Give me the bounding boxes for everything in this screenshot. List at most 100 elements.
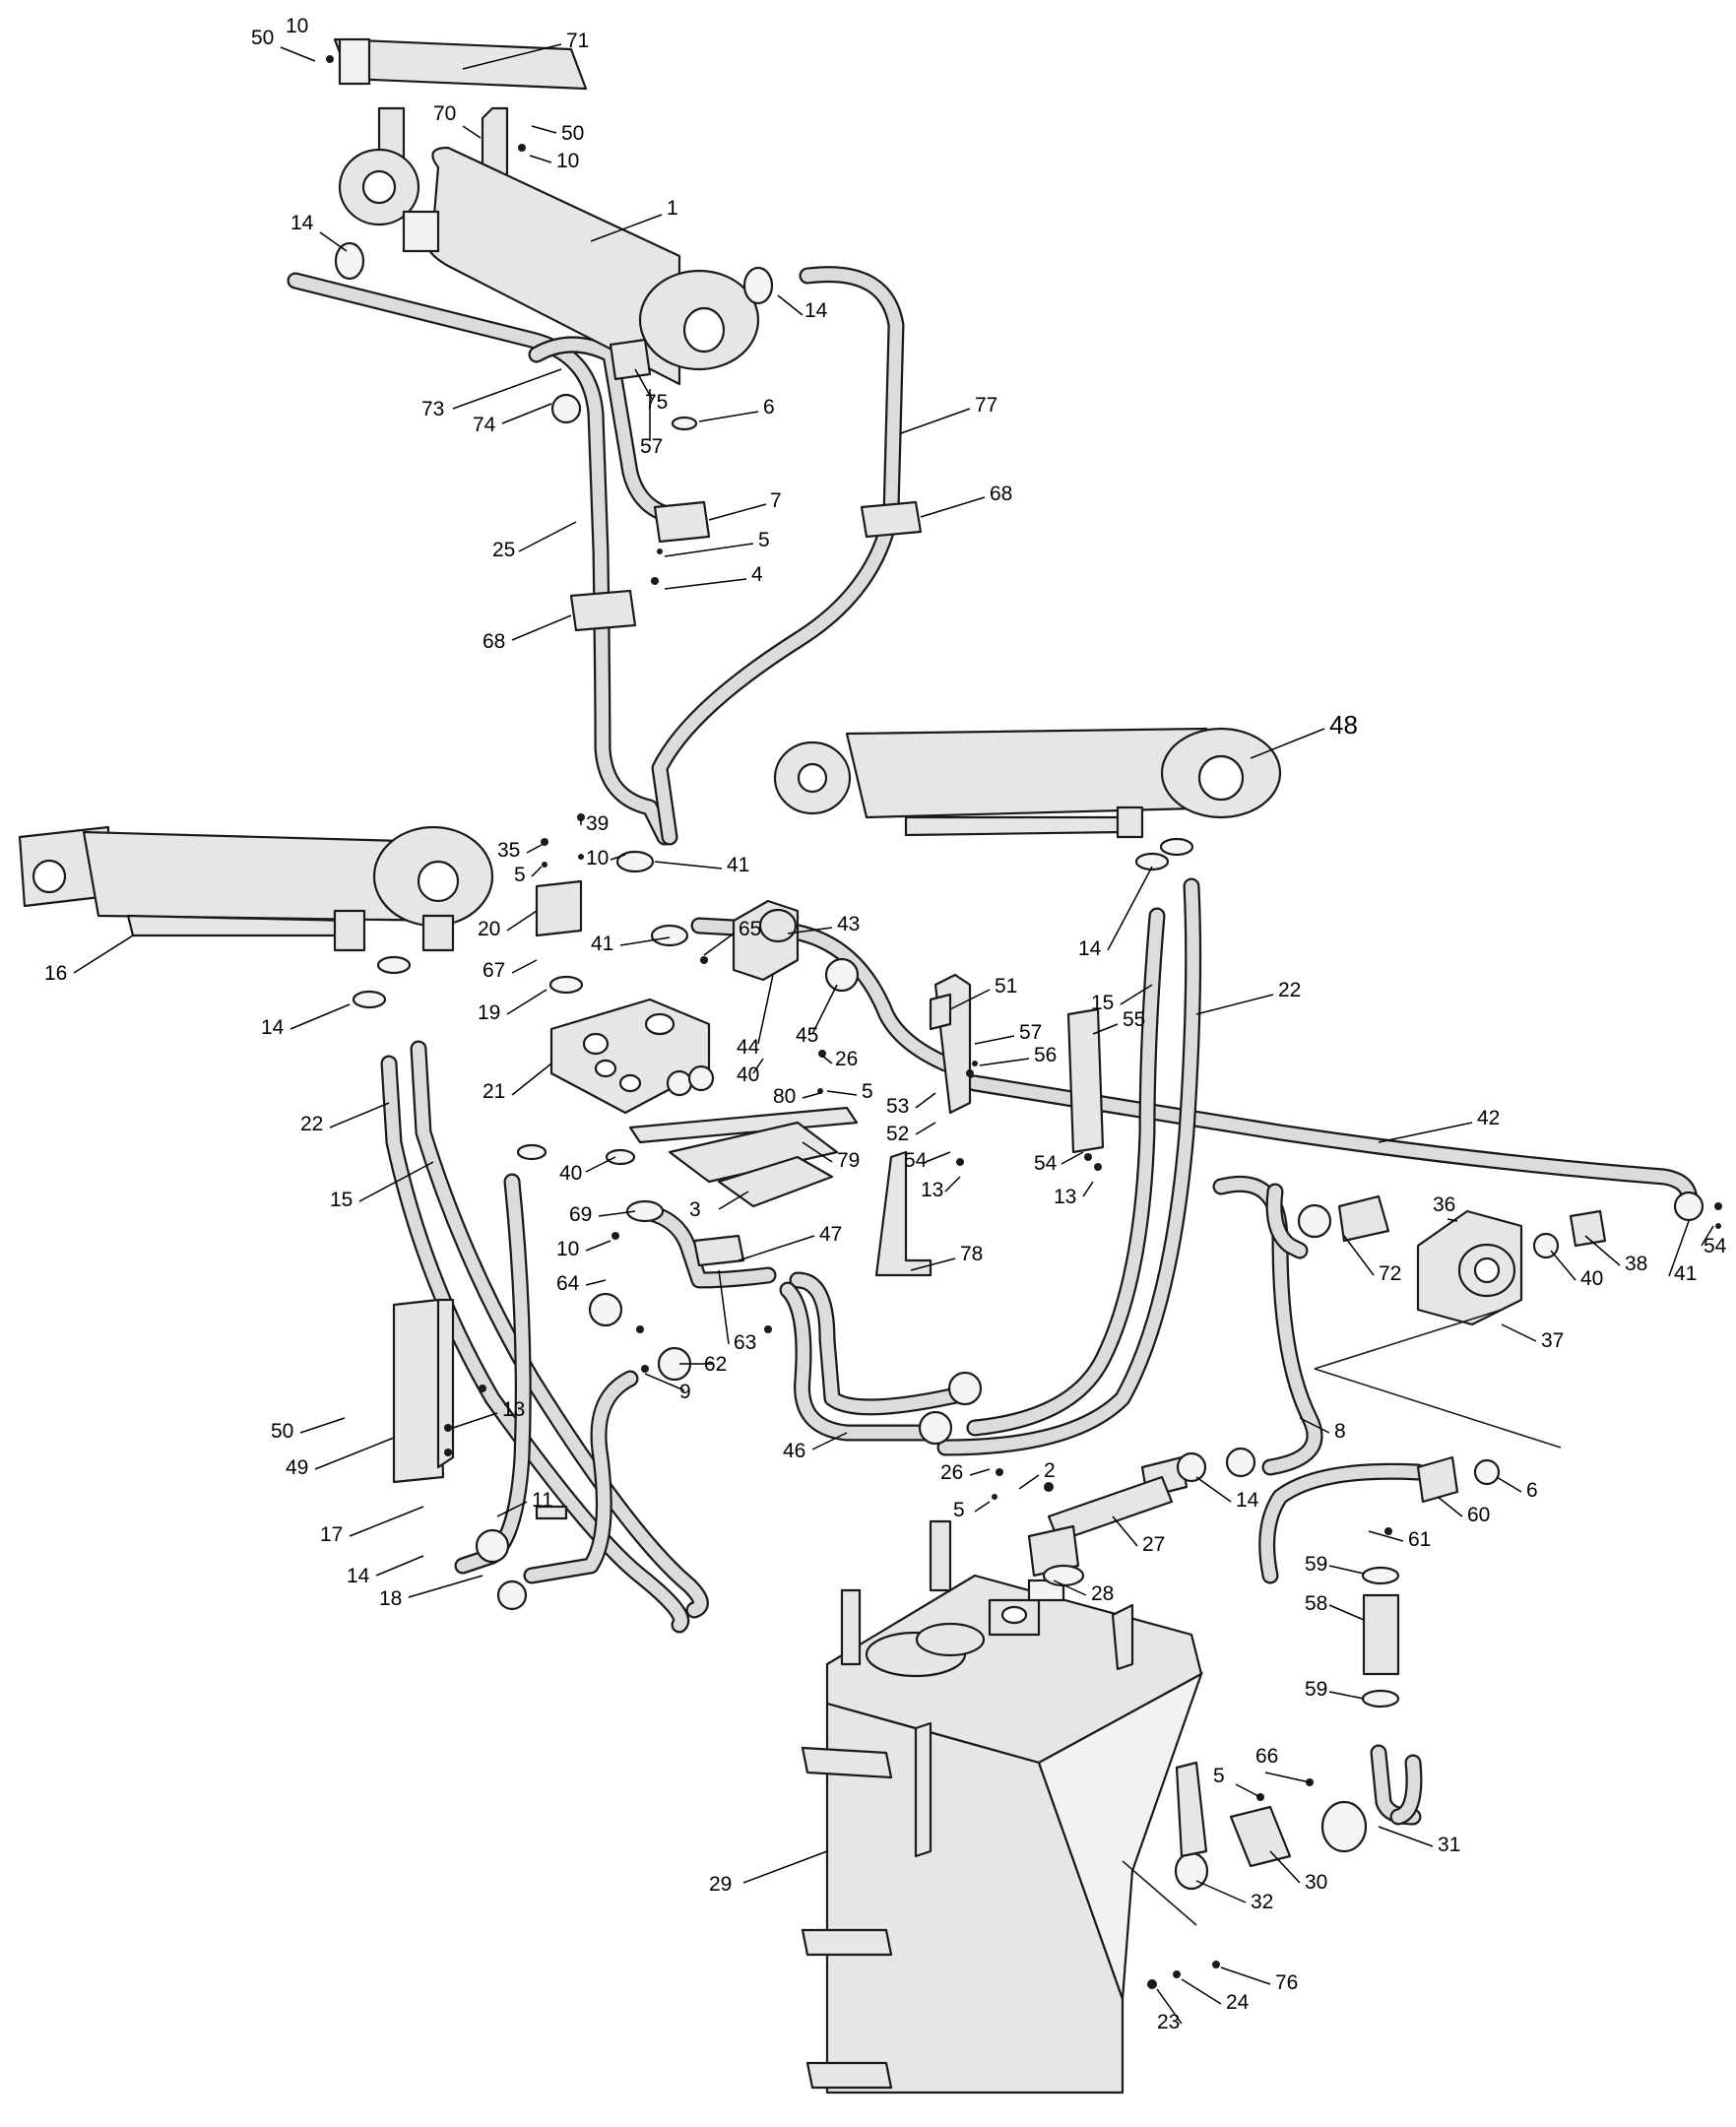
leader-line-47 — [738, 1235, 815, 1261]
callout-41: 41 — [727, 854, 749, 876]
leader-line-15 — [358, 1161, 434, 1202]
leader-line-41 — [1668, 1220, 1690, 1277]
callout-74: 74 — [473, 414, 496, 436]
leader-line-14 — [375, 1555, 424, 1577]
flange-46-b — [918, 1410, 953, 1446]
leader-line-21 — [511, 1063, 552, 1096]
tank-strap — [914, 1721, 932, 1858]
leader-line-17 — [349, 1506, 424, 1537]
leader-line-72 — [1343, 1235, 1375, 1276]
tank-cover-center — [915, 1622, 986, 1657]
leader-line-59 — [1328, 1691, 1365, 1700]
leader-line-4 — [664, 578, 747, 590]
leader-line-49 — [314, 1437, 395, 1470]
leader-line-16 — [73, 935, 134, 974]
leader-line-28 — [1053, 1579, 1087, 1596]
valve-block-21 — [549, 998, 711, 1115]
block-7 — [653, 500, 711, 544]
tank-bracket — [1175, 1761, 1208, 1858]
callout-6: 6 — [763, 396, 775, 419]
leader-line-54 — [1701, 1225, 1714, 1247]
leader-line-26 — [969, 1468, 991, 1476]
callout-72: 72 — [1379, 1262, 1401, 1285]
callout-73: 73 — [421, 398, 444, 420]
bracket-51 — [929, 993, 952, 1031]
callout-22: 22 — [300, 1113, 323, 1135]
leader-line-38 — [1584, 1235, 1621, 1266]
oring-6-a — [671, 416, 698, 431]
leader-line-76 — [1220, 1966, 1271, 1985]
cylinder-top — [333, 37, 760, 386]
leader-line-67 — [511, 959, 538, 974]
callout-13: 13 — [1054, 1186, 1076, 1208]
callout-20: 20 — [478, 918, 500, 940]
callout-54: 54 — [1034, 1152, 1058, 1175]
step-bottom — [805, 2061, 893, 2090]
leader-line-79 — [802, 1141, 833, 1163]
leader-line-26 — [821, 1055, 833, 1064]
callout-17: 17 — [320, 1523, 343, 1546]
bracket-20 — [535, 879, 583, 937]
leader-line-54 — [1061, 1151, 1084, 1165]
callout-14: 14 — [804, 299, 828, 322]
callout-41: 41 — [591, 933, 613, 955]
gasket-28-ring — [1042, 1564, 1085, 1587]
leader-line-40 — [585, 1156, 616, 1173]
callout-14: 14 — [290, 212, 314, 234]
callout-55: 55 — [1123, 1008, 1145, 1031]
block-38 — [1569, 1209, 1607, 1248]
leader-line-14 — [777, 294, 804, 316]
block-60 — [1416, 1455, 1459, 1504]
callout-10: 10 — [586, 847, 609, 870]
callout-78: 78 — [960, 1243, 983, 1265]
flange-14-d — [1134, 852, 1170, 871]
clamp-blocks — [569, 500, 923, 632]
leader-line-5 — [664, 543, 754, 557]
callout-71: 71 — [566, 30, 589, 52]
flange-45 — [824, 957, 860, 993]
callout-47: 47 — [819, 1223, 842, 1246]
leader-line-13 — [1082, 1181, 1094, 1197]
leader-line-77 — [900, 408, 971, 434]
flange-14-left-top — [376, 955, 412, 975]
callout-38: 38 — [1625, 1253, 1647, 1275]
callout-14: 14 — [261, 1016, 285, 1039]
block-63 — [692, 1234, 745, 1267]
callout-53: 53 — [886, 1095, 909, 1118]
flange-18 — [496, 1579, 528, 1611]
leader-line-41 — [619, 936, 671, 946]
leader-line-41 — [654, 861, 723, 870]
tank-handle — [1111, 1603, 1134, 1671]
tank-side — [1037, 1671, 1203, 2000]
oring-6-b — [1473, 1458, 1501, 1486]
flange-14-c — [352, 990, 387, 1009]
step-middle — [801, 1928, 893, 1957]
flange-41-a — [615, 850, 655, 873]
leader-line-22 — [1195, 994, 1274, 1015]
callout-5: 5 — [758, 529, 770, 551]
leader-line-69 — [598, 1210, 636, 1217]
leader-line-52 — [915, 1122, 936, 1135]
flange-14-b — [742, 266, 774, 305]
leader-line-14 — [289, 1003, 351, 1030]
cylinder-left — [18, 825, 494, 952]
callout-48: 48 — [1329, 710, 1358, 740]
callout-15: 15 — [1091, 992, 1114, 1014]
leader-line-32 — [1195, 1880, 1247, 1903]
leader-line-45 — [811, 984, 838, 1035]
filler-neck-center — [929, 1519, 952, 1592]
callout-46: 46 — [783, 1440, 805, 1462]
callout-50: 50 — [271, 1420, 293, 1443]
leader-line-27 — [1112, 1515, 1138, 1547]
leader-line-5 — [826, 1090, 858, 1096]
callout-75: 75 — [645, 391, 668, 414]
leader-line-63 — [718, 1269, 730, 1345]
leader-line-14 — [1195, 1476, 1232, 1503]
leader-line-1 — [590, 214, 663, 242]
callout-27: 27 — [1142, 1533, 1165, 1556]
leader-line-31 — [1378, 1826, 1434, 1847]
leader-line-70 — [462, 125, 482, 139]
callout-5: 5 — [514, 864, 526, 886]
